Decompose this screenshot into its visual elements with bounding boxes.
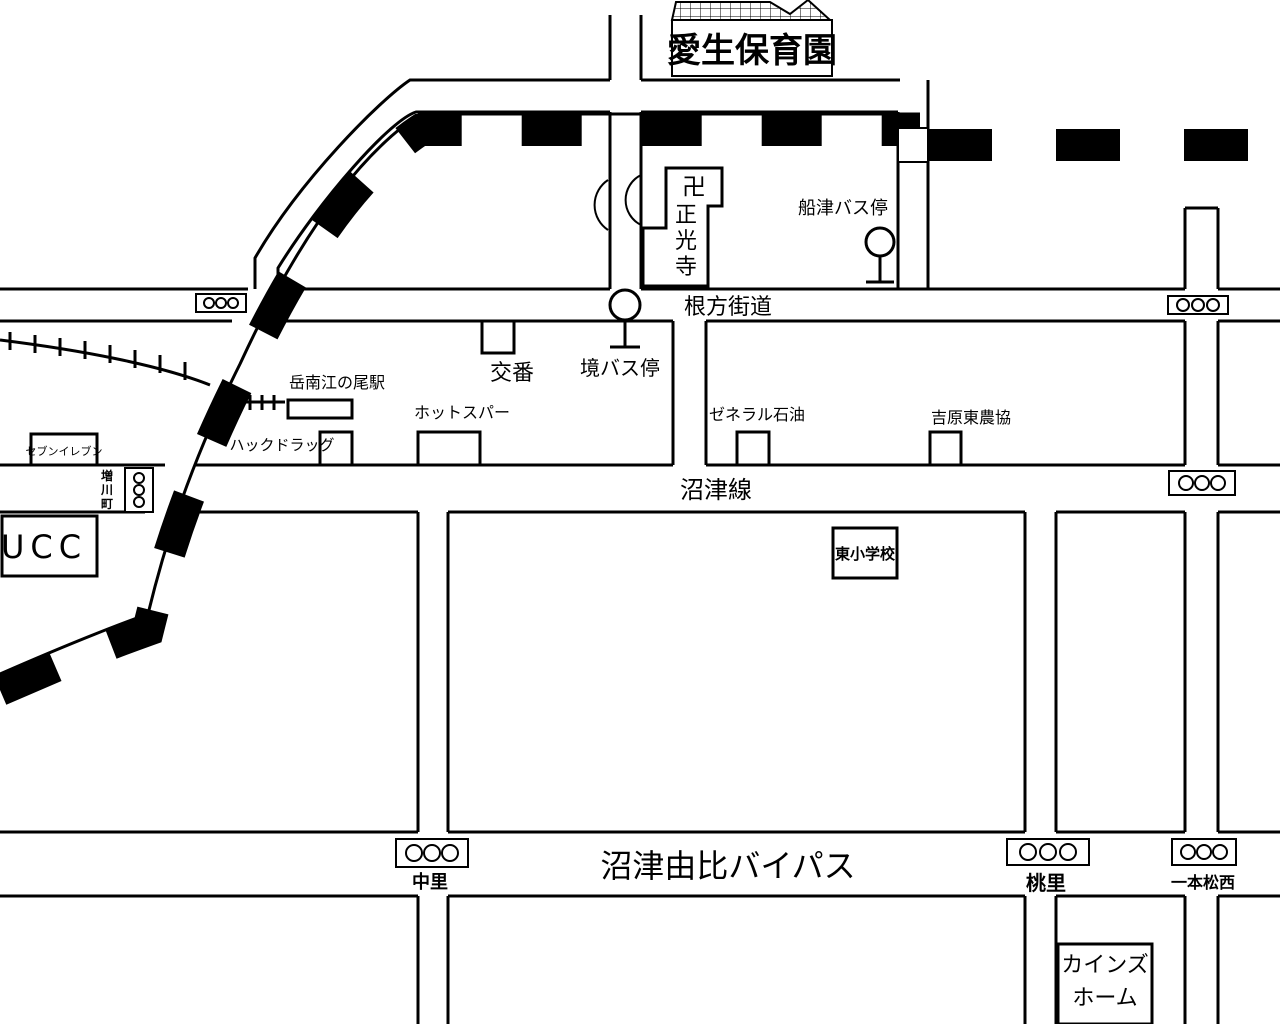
traffic-light-momozato [1006,838,1090,866]
negata-road-label: 根方街道 [684,295,772,320]
funatsu-road [896,80,930,289]
nursery-road [608,15,643,289]
cainz-label-1: カインズ [1061,953,1149,978]
koban: 交番 [480,319,534,386]
traffic-light-numazu-east [1168,470,1236,496]
gakunan-station-label: 岳南江の尾駅 [289,373,385,392]
traffic-light-negata-west [195,293,247,313]
higashi-school: 東小学校 [831,526,899,580]
masukawa-traffic-light: 増 川 町 [100,467,154,513]
hack-drug-label: ハックドラッグ [229,436,334,454]
hack-drug: ハックドラッグ [229,430,354,467]
cainz-home: カインズ ホーム [1056,942,1154,1024]
ucc-label: UCC [1,528,87,566]
yoshiwara-ja: 吉原東農協 [928,408,1011,467]
masukawa-label-3: 町 [101,497,113,511]
bypass-road [0,830,1280,898]
roads [0,15,1280,1024]
hot-spar-label: ホットスパー [414,403,510,422]
nakazato-road [416,512,450,1024]
sakai-bus-label: 境バス停 [580,356,660,380]
higashi-school-label: 東小学校 [835,545,896,563]
yoshiwara-ja-label: 吉原東農協 [931,408,1011,427]
railway-gakunan [0,112,920,705]
hot-spar: ホットスパー [414,403,510,467]
seven-eleven: セブンイレブン [26,432,103,467]
railway-east [897,127,1280,163]
curb-arcs [593,174,642,231]
upper-curve-road [253,78,900,289]
aisei-nursery: 愛生保育園 [667,0,837,77]
funatsu-bus-stop: 船津バス停 [798,198,896,284]
cainz-label-2: ホーム [1072,986,1137,1011]
traffic-light-ipponmatsu [1171,838,1237,866]
koban-label: 交番 [490,361,534,386]
temple-label-3: 寺 [675,255,697,280]
branch-railway [0,332,285,410]
nursery-label: 愛生保育園 [667,31,837,71]
sakai-bus-stop: 境バス停 [580,288,660,380]
general-oil-label: ゼネラル石油 [709,405,805,424]
gakunan-station: 岳南江の尾駅 [286,373,385,420]
ipponmatsu-label: 一本松西 [1171,873,1235,892]
ucc: UCC [0,514,99,578]
sakai-cross-road [671,321,708,465]
temple-label-1: 正 [675,203,697,228]
temple-icon: 卍 [682,173,706,201]
negata-road [0,287,1280,323]
temple-label-2: 光 [675,229,697,254]
general-oil: ゼネラル石油 [709,405,805,467]
momozato-road [1023,512,1058,1024]
momozato-label: 桃里 [1026,871,1066,895]
traffic-light-nakazato [395,838,469,868]
numazu-line-label: 沼津線 [680,476,752,504]
traffic-light-negata-east [1167,295,1229,315]
funatsu-bus-label: 船津バス停 [798,198,888,219]
nakazato-label: 中里 [412,871,448,893]
shoko-temple: 卍 正 光 寺 [641,166,724,288]
east-road [1183,206,1220,1024]
masukawa-label-1: 増 [101,468,113,483]
bypass-label: 沼津由比バイパス [600,847,855,885]
seven-eleven-label: セブンイレブン [26,444,103,458]
masukawa-label-2: 川 [100,483,113,497]
